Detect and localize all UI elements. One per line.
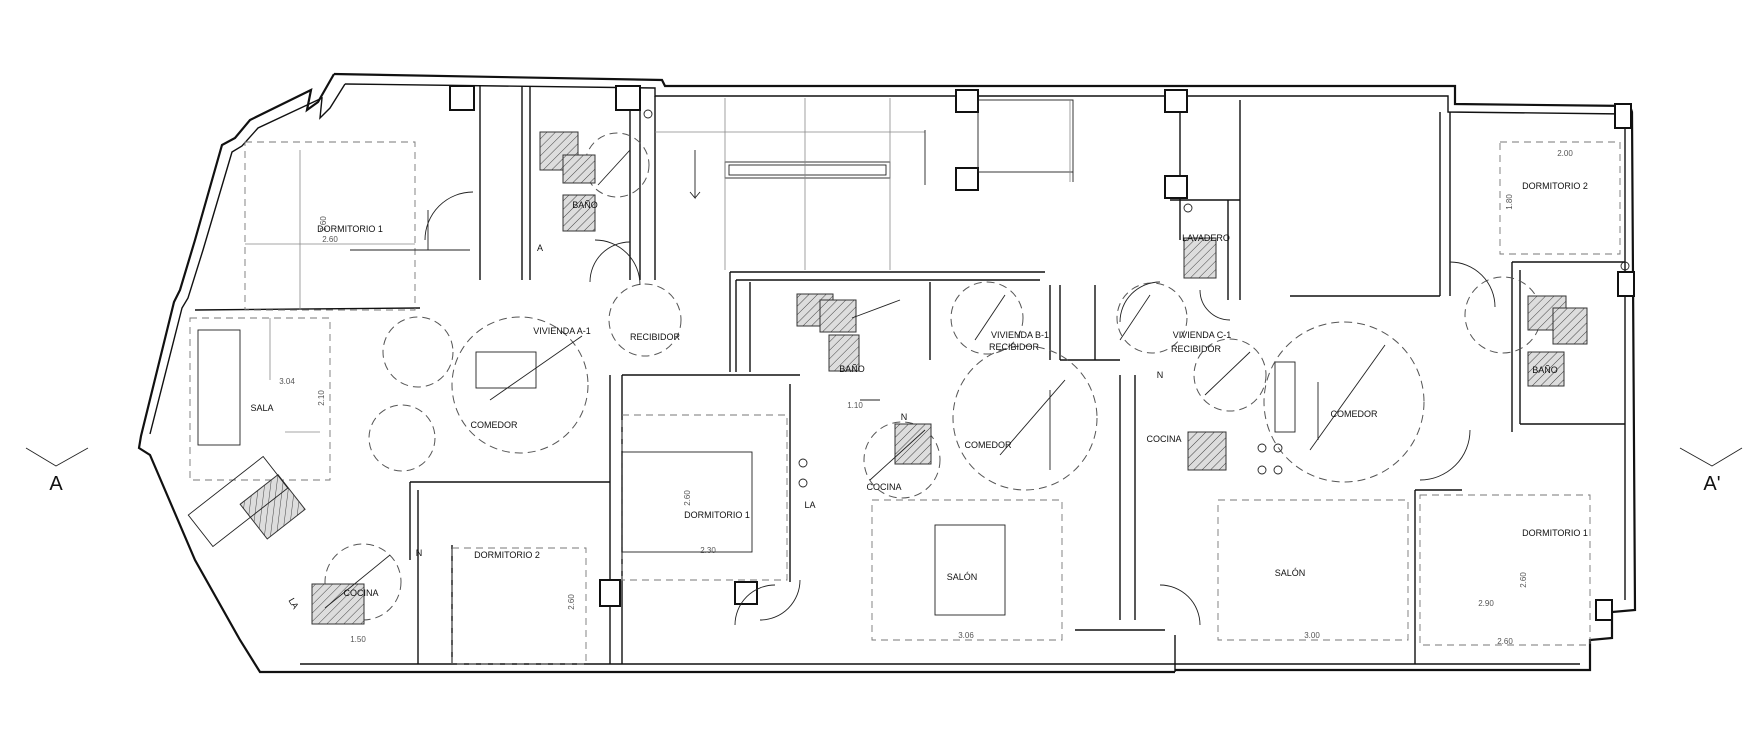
b1-tag-n: N <box>901 412 908 422</box>
section-mark-left: A <box>25 447 89 495</box>
c1-cocina-label: COCINA <box>1146 434 1181 444</box>
a1-cocina-label: COCINA <box>343 588 378 598</box>
b1-d1-height-dim: 2.60 <box>683 490 692 506</box>
a1-dormitorio1-label: DORMITORIO 1 <box>317 224 383 234</box>
a1-title: VIVIENDA A-1 <box>533 326 591 336</box>
c1-lavadero-label: LAVADERO <box>1182 233 1230 243</box>
b1-title: VIVIENDA B-1 <box>991 330 1049 340</box>
b1-comedor-label: COMEDOR <box>965 440 1013 450</box>
hatched-fixtures <box>187 109 1630 625</box>
apartment-a1-labels: DORMITORIO 1 BAÑO VIVIENDA A-1 RECIBIDOR… <box>250 200 680 644</box>
outer-walls <box>137 72 1637 674</box>
c1-d2-height-dim: 1.80 <box>1505 194 1514 210</box>
a1-d2-height-dim: 2.60 <box>567 594 576 610</box>
a1-recibidor-label: RECIBIDOR <box>630 332 681 342</box>
b1-d1-width-dim: 2.30 <box>700 546 716 555</box>
b1-dormitorio1-label: DORMITORIO 1 <box>684 510 750 520</box>
a1-tag-a: A <box>537 243 543 253</box>
b1-salon-label: SALÓN <box>947 572 978 582</box>
apartment-b1-labels: VIVIENDA B-1 RECIBIDOR BAÑO DORMITORIO 1… <box>683 330 1049 640</box>
section-label-a: A <box>49 473 63 495</box>
columns <box>449 85 1635 621</box>
furniture-outlines <box>189 141 1621 665</box>
stair-core <box>655 98 1074 270</box>
apartment-c1-labels: VIVIENDA C-1 RECIBIDOR LAVADERO COCINA C… <box>1146 149 1587 646</box>
a1-cocina-width-dim: 1.50 <box>350 635 366 644</box>
b1-salon-width-dim: 3.06 <box>958 631 974 640</box>
door-swings <box>350 191 1496 626</box>
b1-bano-label: BAÑO <box>839 364 865 374</box>
c1-d1-width2-dim: 2.60 <box>1497 637 1513 646</box>
b1-recibidor-label: RECIBIDOR <box>989 342 1040 352</box>
dimension-lines <box>324 149 1386 609</box>
turning-circles <box>324 132 1542 621</box>
c1-dormitorio2-label: DORMITORIO 2 <box>1522 181 1588 191</box>
a1-tag-la: LA <box>287 596 301 611</box>
b1-cocina-label: COCINA <box>866 482 901 492</box>
a1-d1-width-dim: 2.60 <box>322 235 338 244</box>
b1-tag-la: LA <box>804 500 815 510</box>
interior-walls <box>194 86 1625 672</box>
c1-title: VIVIENDA C-1 <box>1173 330 1232 340</box>
a1-comedor-label: COMEDOR <box>471 420 519 430</box>
a1-dormitorio2-label: DORMITORIO 2 <box>474 550 540 560</box>
b1-cocina-width-dim: 1.10 <box>847 401 863 410</box>
c1-d1-width1-dim: 2.90 <box>1478 599 1494 608</box>
c1-d1-height-dim: 2.60 <box>1519 572 1528 588</box>
a1-tag-n: N <box>416 548 423 558</box>
a1-sala-label: SALA <box>250 403 273 413</box>
c1-d2-width-dim: 2.00 <box>1557 149 1573 158</box>
c1-comedor-label: COMEDOR <box>1331 409 1379 419</box>
a1-sala-width-dim: 3.04 <box>279 377 295 386</box>
c1-dormitorio1-label: DORMITORIO 1 <box>1522 528 1588 538</box>
section-label-a-prime: A' <box>1703 473 1720 495</box>
c1-bano-label: BAÑO <box>1532 365 1558 375</box>
c1-tag-n: N <box>1157 370 1164 380</box>
a1-d1-height-dim: 2.60 <box>319 216 328 232</box>
a1-bano-label: BAÑO <box>572 200 598 210</box>
c1-salon-label: SALÓN <box>1275 568 1306 578</box>
section-mark-right: A' <box>1679 447 1743 495</box>
a1-sala-height-dim: 2.10 <box>317 390 326 406</box>
c1-recibidor-label: RECIBIDOR <box>1171 344 1222 354</box>
c1-salon-width-dim: 3.00 <box>1304 631 1320 640</box>
